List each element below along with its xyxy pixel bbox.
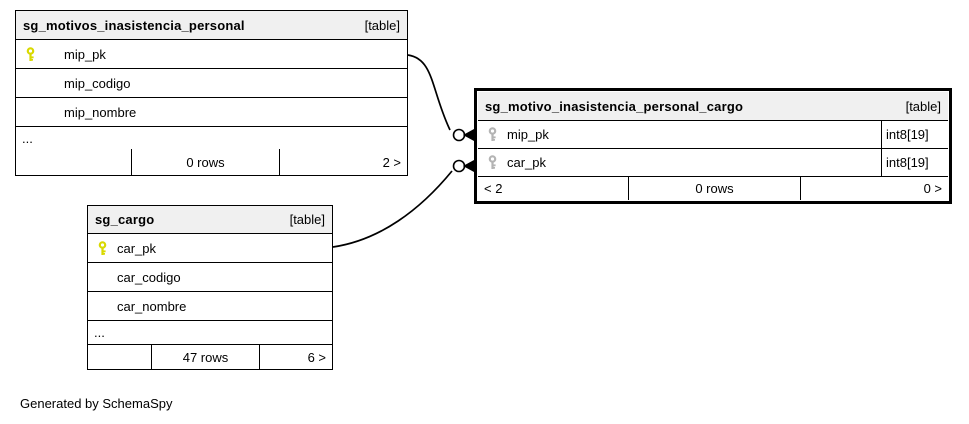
table-header[interactable]: sg_motivos_inasistencia_personal [table] (16, 11, 407, 40)
column-row-mip-codigo: mip_codigo (16, 69, 407, 98)
table-type-badge: [table] (289, 212, 325, 227)
column-type: int8[19] (881, 149, 948, 176)
table-sg-cargo: sg_cargo [table] car_pk car_codigo car_n… (87, 205, 333, 370)
children-count: 2 > (279, 149, 407, 175)
primary-key-icon (24, 46, 37, 62)
column-name: mip_pk (507, 127, 549, 142)
children-count: 0 > (800, 177, 948, 200)
table-name: sg_cargo (95, 212, 155, 227)
table-footer: 0 rows 2 > (16, 149, 407, 175)
column-name: mip_nombre (64, 104, 137, 120)
primary-key-icon (96, 240, 109, 256)
row-count: 0 rows (131, 149, 279, 175)
column-type: int8[19] (881, 121, 948, 148)
foreign-key-icon (486, 127, 499, 142)
foreign-key-icon (486, 155, 499, 170)
table-name: sg_motivo_inasistencia_personal_cargo (485, 98, 744, 114)
column-icon-spacer (24, 105, 37, 120)
column-name: mip_pk (64, 46, 106, 62)
table-footer: 47 rows 6 > (88, 345, 332, 369)
table-type-badge: [table] (905, 98, 941, 114)
table-name: sg_motivos_inasistencia_personal (23, 17, 245, 33)
column-row-mip-pk: mip_pk (16, 40, 407, 69)
relationship-mip-pk (407, 54, 474, 142)
column-row-car-codigo: car_codigo (88, 263, 332, 292)
table-header[interactable]: sg_motivo_inasistencia_personal_cargo [t… (478, 92, 948, 121)
column-icon-spacer (24, 76, 37, 91)
column-icon-spacer (96, 299, 109, 314)
table-type-badge: [table] (364, 17, 400, 33)
column-row-car-pk: car_pk (88, 234, 332, 263)
columns-ellipsis: ... (88, 321, 332, 345)
columns-ellipsis: ... (16, 127, 407, 149)
footer-left (16, 149, 131, 175)
table-footer: < 2 0 rows 0 > (478, 177, 948, 200)
column-row-mip-nombre: mip_nombre (16, 98, 407, 127)
column-row-mip-pk: mip_pk int8[19] (478, 121, 948, 149)
column-row-car-pk: car_pk int8[19] (478, 149, 948, 177)
footer-left (88, 345, 151, 369)
column-name: mip_codigo (64, 75, 131, 91)
column-icon-spacer (96, 270, 109, 285)
row-count: 0 rows (628, 177, 800, 200)
parents-count: < 2 (484, 181, 503, 196)
children-count: 6 > (259, 345, 332, 369)
row-count: 47 rows (151, 345, 259, 369)
table-sg-motivos-inasistencia-personal: sg_motivos_inasistencia_personal [table]… (15, 10, 408, 176)
column-name: car_codigo (117, 269, 181, 285)
generated-by-credit: Generated by SchemaSpy (20, 396, 173, 411)
table-header[interactable]: sg_cargo [table] (88, 206, 332, 234)
column-name: car_pk (117, 240, 157, 256)
column-name: car_pk (507, 155, 547, 170)
table-sg-motivo-inasistencia-personal-cargo: sg_motivo_inasistencia_personal_cargo [t… (474, 88, 952, 204)
column-name: car_nombre (117, 298, 187, 314)
column-row-car-nombre: car_nombre (88, 292, 332, 321)
